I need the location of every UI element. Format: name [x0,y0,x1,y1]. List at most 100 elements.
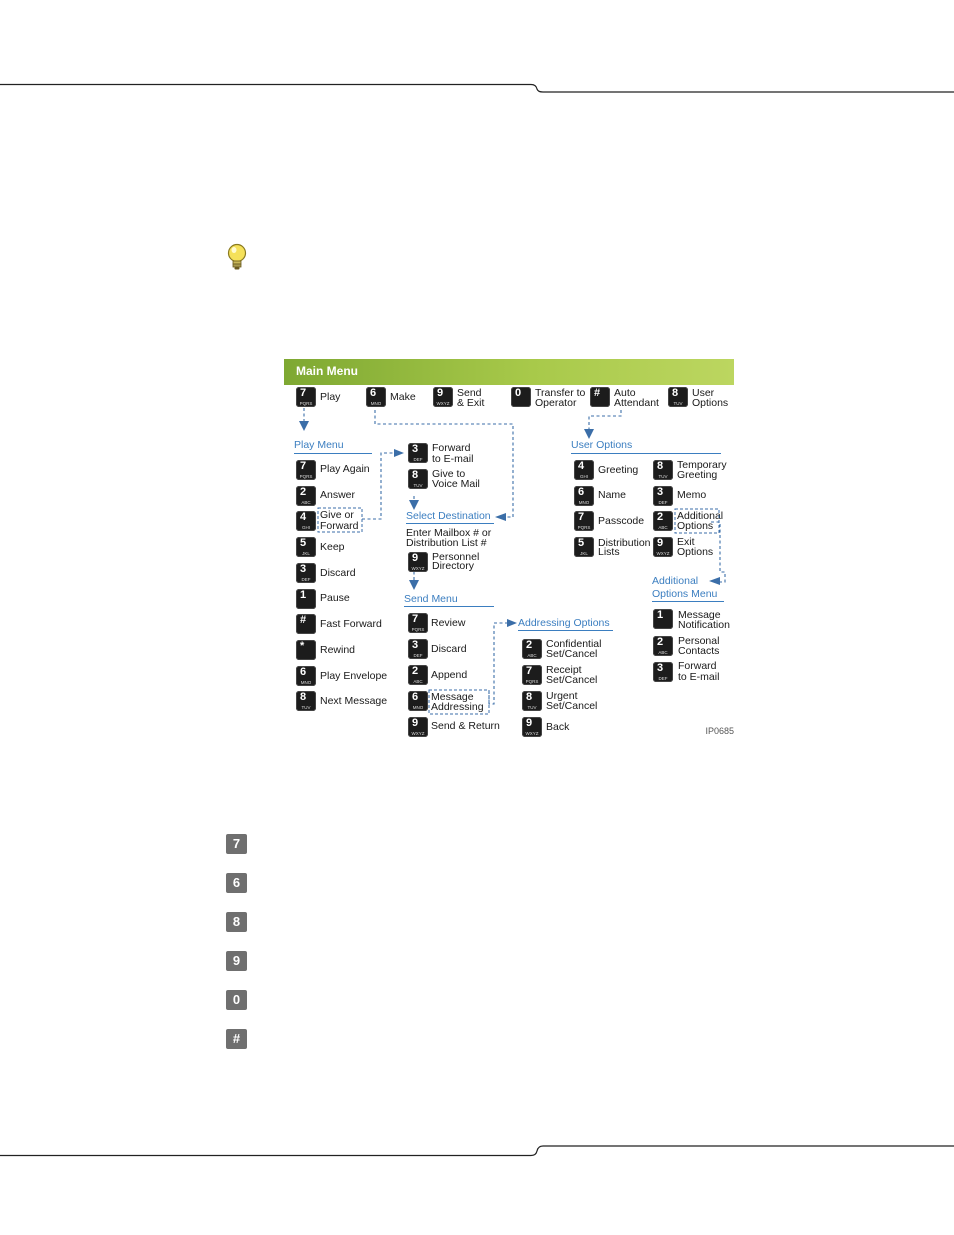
make-label: Make [390,391,416,403]
enter-mailbox-text-1: Enter Mailbox # or [406,527,492,539]
send-menu-underline [404,606,494,607]
user-options-underline [571,453,721,454]
forward-email-label-1: Forward [432,442,471,454]
next-message-label: Next Message [320,695,388,707]
key-1[interactable]: 1 [296,589,316,609]
transfer-label-2: Operator [535,397,577,409]
personal-contacts-label-1: Personal [678,635,720,647]
forward-to-email-label-2: to E-mail [678,671,720,683]
back-label: Back [546,721,570,733]
receipt-label-1: Receipt [546,664,582,676]
temporary-greeting-label-1: Temporary [677,459,727,471]
memo-label: Memo [677,489,707,501]
send-exit-label-1: Send [457,387,482,399]
transfer-label-1: Transfer to [535,387,586,399]
play-envelope-label: Play Envelope [320,670,388,682]
exit-options-label-1: Exit [677,536,695,548]
user-options-label-1: User [692,387,715,399]
key-1[interactable]: 1 [653,609,673,629]
additional-options-label-1: Additional [677,510,724,522]
keep-label: Keep [320,541,345,553]
review-label: Review [431,617,466,629]
message-notification-label-1: Message [678,609,721,621]
key-hash-icon: # [226,1029,247,1049]
passcode-label: Passcode [598,515,645,527]
send-exit-label-2: & Exit [457,397,485,409]
personal-contacts-label-2: Contacts [678,645,720,657]
play-label: Play [320,391,341,403]
main-menu-title: Main Menu [296,364,358,378]
fast-forward-label: Fast Forward [320,618,382,630]
give-forward-label-1: Give or [320,509,354,521]
key-hash[interactable]: # [296,614,316,634]
key-hash[interactable]: # [590,387,610,407]
header-rule [0,83,954,93]
send-discard-label: Discard [431,643,467,655]
message-notification-label-2: Notification [678,619,730,631]
name-label: Name [598,489,627,501]
play-menu-underline [294,453,372,454]
key-0-icon: 0 [226,990,247,1010]
rewind-label: Rewind [320,644,356,656]
append-label: Append [431,669,468,681]
additional-options-underline [652,601,724,602]
personnel-directory-label-1: Personnel [432,551,480,563]
temporary-greeting-label-2: Greeting [677,469,718,481]
flow-connectors [299,408,726,705]
distribution-lists-label-2: Lists [598,546,620,558]
give-forward-label-2: Forward [320,520,359,532]
key-9-icon: 9 [226,951,247,971]
select-destination-underline [406,523,494,524]
user-options-label-2: Options [692,397,729,409]
discard-label: Discard [320,567,356,579]
play-again-label: Play Again [320,463,370,475]
pause-label: Pause [320,592,350,604]
play-menu-heading: Play Menu [294,439,344,451]
urgent-label-2: Set/Cancel [546,700,598,712]
key-0[interactable]: 0 [511,387,531,407]
auto-attendant-label-1: Auto [614,387,636,399]
addressing-options-heading: Addressing Options [518,617,610,629]
figure-id: IP0685 [705,726,734,736]
receipt-label-2: Set/Cancel [546,674,598,686]
enter-mailbox-text-2: Distribution List # [406,537,487,549]
key-star[interactable]: * [296,640,316,660]
forward-to-email-label-1: Forward [678,660,717,672]
lightbulb-tip-icon [227,243,247,270]
urgent-label-1: Urgent [546,690,578,702]
